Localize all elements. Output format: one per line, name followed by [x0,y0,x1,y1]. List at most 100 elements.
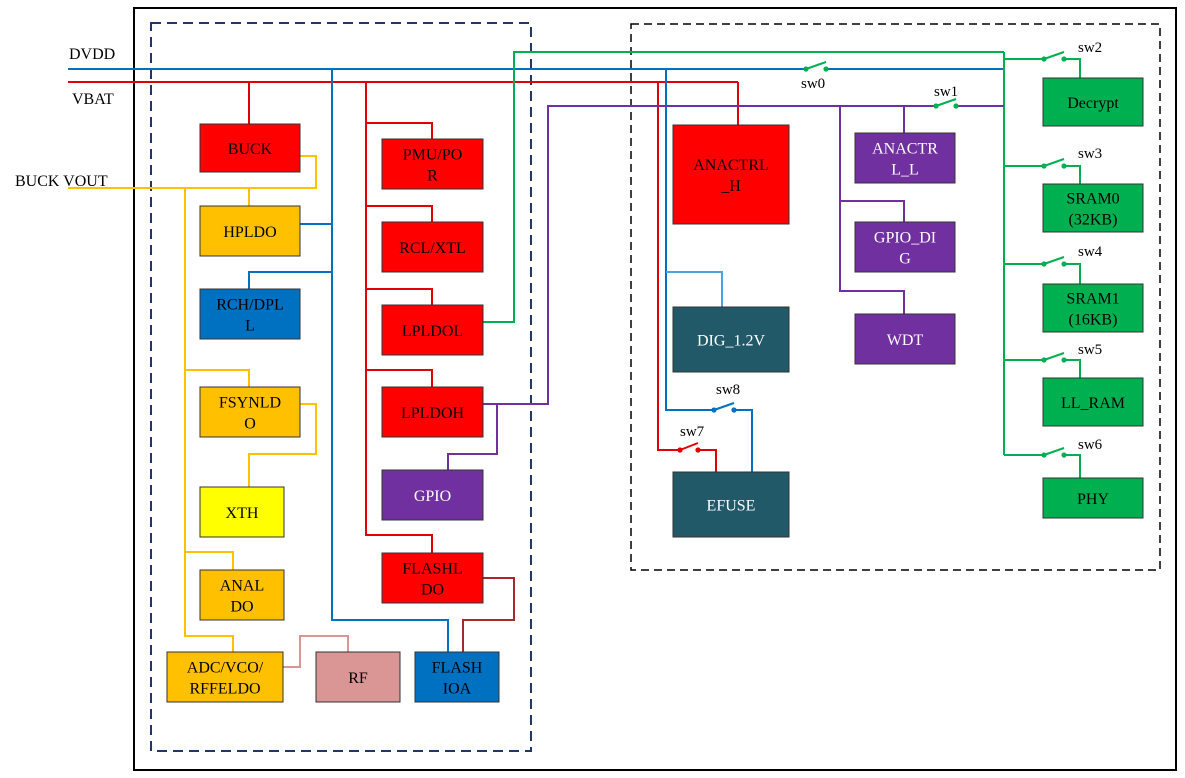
pmu-por-label: R [427,168,438,185]
adc-vco-box [166,651,284,703]
lpldol-box [381,304,484,356]
sw5-label: sw5 [1078,342,1102,358]
anactrl-h-label: _H [720,178,741,195]
flash-ioa-block: FLASH IOA [414,651,500,703]
vbat-label: VBAT [72,91,114,108]
decrypt-block: Decrypt [1042,77,1144,127]
gpio-dig-box [854,221,956,273]
flashldo-label: DO [421,582,444,599]
rch-dpll-label: RCH/DPL [216,297,284,314]
flashldo-box [381,552,484,604]
gpio-dig-label: GPIO_DI [874,230,936,247]
adc-vco-label: ADC/VCO/ [187,660,264,677]
sram1-label: SRAM1 [1066,291,1119,308]
sw7-label: sw7 [680,424,705,440]
flashldo-block: FLASHL DO [381,552,484,604]
decrypt-label: Decrypt [1067,95,1119,112]
lpldoh-box [381,386,484,438]
sram0-block: SRAM0(32KB) [1042,183,1144,233]
dvdd-label: DVDD [69,46,115,63]
vbat-wires [68,81,739,553]
xth-box [199,486,285,538]
rch-dpll-label: L [245,318,255,335]
digital-domain-box [630,23,1161,571]
phy-block: PHY [1042,477,1144,519]
sram1-block: SRAM1 (16KB) [1042,283,1144,333]
phy-box [1042,477,1144,519]
rf-wire [283,635,349,668]
dvdd-wires [68,68,1004,653]
efuse-box [672,471,790,538]
lpldoh-label: LPLDOH [401,405,465,422]
anactrl-l-block: ANACTR L_L [854,132,956,184]
hpldo-block: HPLDO [199,205,301,257]
buck-box [199,123,301,173]
phy-label: PHY [1077,491,1109,508]
fsynldo-box [199,386,301,438]
sw0-label: sw0 [801,76,825,92]
hpldo-box [199,205,301,257]
dig12v-wire [666,271,723,307]
buck-block: BUCK [199,123,301,173]
decrypt-box [1042,77,1144,127]
lpldoh-wires [447,105,1004,470]
buck-vout-label: BUCK VOUT [15,173,108,190]
hpldo-label: HPLDO [223,224,276,241]
pmu-por-block: PMU/POR [381,138,484,190]
anactrl-h-box [672,124,790,225]
outer-frame [133,7,1177,771]
ll-ram-box [1042,377,1144,427]
wdt-block: WDT [854,313,956,365]
efuse-label: EFUSE [707,498,756,515]
pmu-por-box [381,138,484,190]
xth-label: XTH [226,505,259,522]
xth-block: XTH [199,486,285,538]
efuse-block: EFUSE [672,471,790,538]
sw1-label: sw1 [934,84,958,100]
gpio-label: GPIO [414,488,451,505]
wdt-box [854,313,956,365]
flash-ioa-box [414,651,500,703]
sw4-label: sw4 [1078,244,1103,260]
analog-domain-box [150,22,532,752]
rf-label: RF [348,670,368,687]
lpldol-label: LPLDOL [402,323,463,340]
sram0-box [1042,183,1144,233]
rcl-xtl-block: RCL/XTL [381,221,484,273]
gpio-block: GPIO [381,469,484,521]
sw2-label: sw2 [1078,40,1102,56]
sw8-label: sw8 [716,382,740,398]
anactrl-h-label: ANACTRL [693,157,769,174]
flash-ioa-label: FLASH [432,660,483,677]
anactrl-l-label: ANACTR [872,141,938,158]
flashldo-label: FLASHL [402,561,462,578]
ll-ram-block: LL_RAM [1042,377,1144,427]
buck-vout-wires [68,155,317,652]
rcl-xtl-box [381,221,484,273]
lpldol-wires [483,51,1081,478]
wdt-label: WDT [887,332,924,349]
analdo-label: DO [230,599,253,616]
analdo-box [199,569,285,621]
switch-blades [679,51,1065,456]
ll-ram-label: LL_RAM [1061,395,1125,412]
flash-ioa-label: IOA [443,681,472,698]
fsynldo-label: O [244,416,256,433]
rch-dpll-block: RCH/DPL L [199,288,301,340]
gpio-dig-block: GPIO_DIG [854,221,956,273]
adc-vco-block: ADC/VCO/RFFELDO [166,651,284,703]
sram1-label: (16KB) [1069,312,1118,329]
anactrl-l-box [854,132,956,184]
anactrl-h-block: ANACTRL _H [672,124,790,225]
sram0-label: (32KB) [1069,212,1118,229]
gpio-box [381,469,484,521]
dig-12v-label: DIG_1.2V [697,333,765,350]
switch-contacts [677,56,1067,458]
rf-block: RF [315,651,401,703]
lpldol-block: LPLDOL [381,304,484,356]
anactrl-l-label: L_L [891,162,919,179]
dig-12v-box [672,306,790,373]
lpldoh-block: LPLDOH [381,386,484,438]
